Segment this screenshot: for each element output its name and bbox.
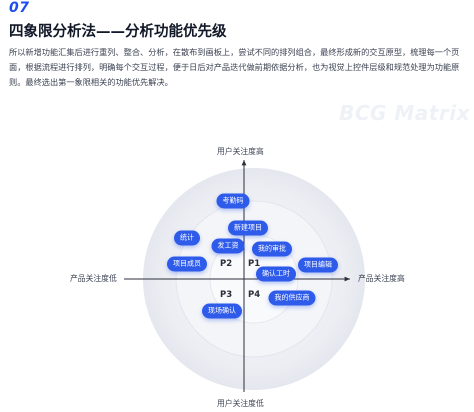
feature-pill-attendance-code[interactable]: 考勤码 [216,193,250,209]
watermark-text: BCG Matrix [339,101,470,125]
feature-pill-new-project[interactable]: 新建项目 [228,220,268,236]
axis-label-bottom: 用户关注度低 [217,399,264,408]
feature-pill-confirm-hours[interactable]: 确认工时 [256,266,296,282]
feature-pill-statistics[interactable]: 统计 [174,230,200,246]
quadrant-label-p3: P3 [220,290,233,300]
feature-pill-project-members[interactable]: 项目成员 [167,256,207,272]
section-number: 07 [9,0,30,16]
section-body: 所以新增功能汇集后进行重列、整合、分析，在散布到画板上，尝试不同的排列组合，最终… [9,47,460,87]
feature-pill-payroll[interactable]: 发工资 [211,238,245,254]
feature-pill-my-approvals[interactable]: 我的审批 [252,241,292,257]
axis-label-left: 产品关注度低 [70,274,117,283]
section-title: 四象限分析法——分析功能优先级 [9,24,227,40]
quadrant-label-p4: P4 [248,290,261,300]
axis-label-right: 产品关注度高 [358,274,405,283]
quadrant-label-p1: P1 [248,259,261,269]
feature-pill-my-suppliers[interactable]: 我的供应商 [268,290,316,306]
quadrant-label-p2: P2 [220,259,233,269]
feature-pill-site-confirm[interactable]: 现场确认 [202,303,242,319]
feature-pill-project-edit[interactable]: 项目编辑 [298,257,338,273]
axis-label-top: 用户关注度高 [217,147,264,156]
